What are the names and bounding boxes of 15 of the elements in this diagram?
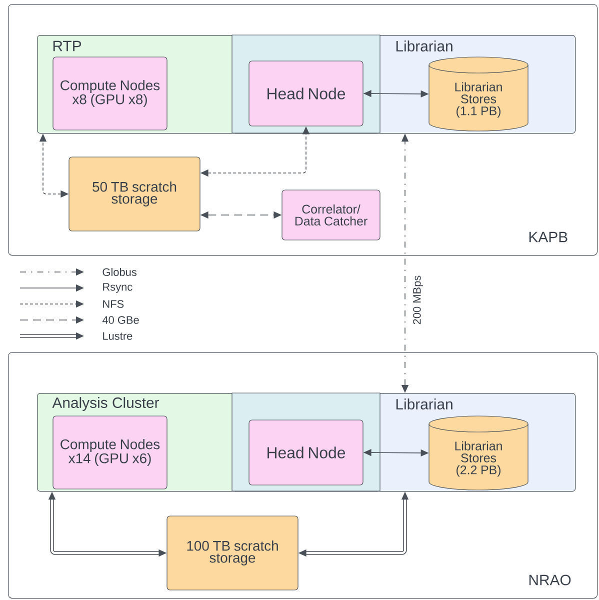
- server-box: Compute Nodes x8 (GPU x8): [52, 56, 168, 130]
- storage-cylinder: Librarian Stores (1.1 PB): [428, 56, 528, 132]
- legend-label: NFS: [103, 300, 124, 308]
- legend-label: Globus: [102, 268, 137, 276]
- server-box: Head Node: [248, 420, 364, 486]
- server-box: Head Node: [248, 60, 364, 126]
- legend-label: Rsync: [103, 283, 132, 293]
- server-box: 50 TB scratch storage: [68, 156, 200, 232]
- server-box: 100 TB scratch storage: [166, 516, 298, 590]
- server-box: Compute Nodes x14 (GPU x6): [52, 416, 168, 490]
- server-box: Correlator/ Data Catcher: [282, 190, 380, 240]
- edge-label: 200 MBps: [413, 276, 423, 324]
- legend-label: 40 GBe: [102, 316, 139, 324]
- storage-cylinder: Librarian Stores (2.2 PB): [428, 416, 528, 490]
- legend-label: Lustre: [103, 332, 132, 340]
